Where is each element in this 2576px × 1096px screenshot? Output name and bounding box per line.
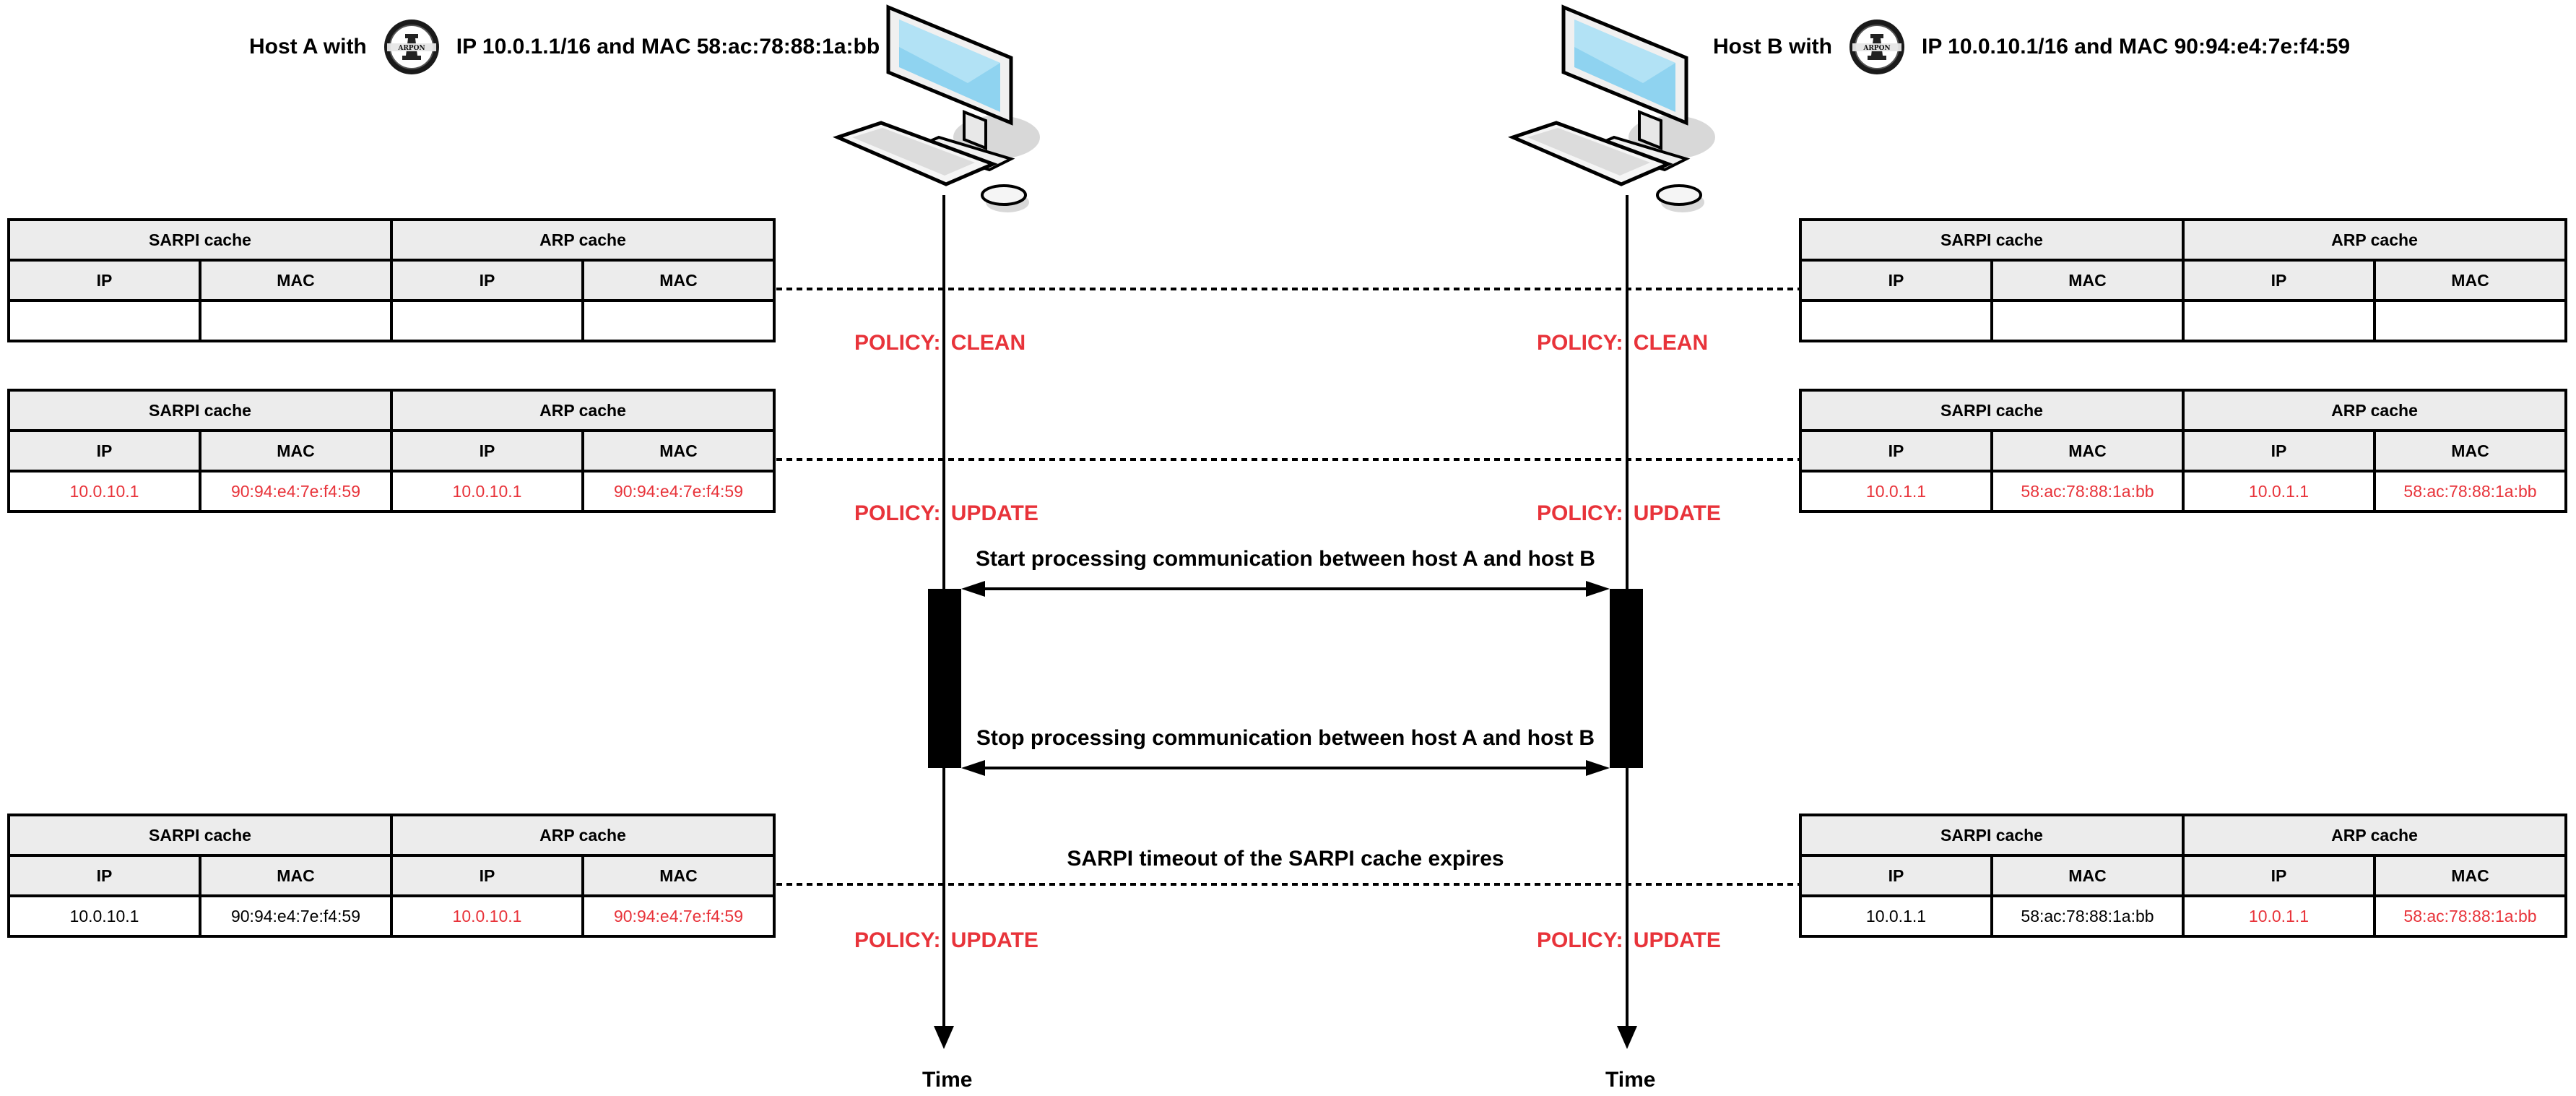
- mac-header: MAC: [2373, 854, 2567, 897]
- arp-ip-cell: 10.0.10.1: [390, 894, 584, 938]
- time-arrowhead-b: [1617, 1026, 1637, 1049]
- start-communication-label: Start processing communication between h…: [976, 547, 1595, 571]
- sarpi-ip-cell: 10.0.1.1: [1799, 894, 1993, 938]
- arp-ip-cell: 10.0.1.1: [2182, 894, 2376, 938]
- sarpi-cache-header: SARPI cache: [1799, 814, 2185, 857]
- mac-header: MAC: [1990, 854, 2185, 897]
- arpon-logo-icon: ARPON: [383, 20, 439, 74]
- sarpi-mac-cell: [199, 299, 393, 342]
- ip-header: IP: [390, 854, 584, 897]
- host-b-label: Host B with ARPON IP 10.0.10.1/16 and MA…: [1713, 20, 2351, 74]
- arp-cache-header: ARP cache: [390, 814, 776, 857]
- policy-label-host-a: POLICY: UPDATE: [854, 928, 1038, 952]
- sarpi-ip-cell: [7, 299, 201, 342]
- sarpi-mac-cell: [1990, 299, 2185, 342]
- arp-cache-header: ARP cache: [2182, 814, 2567, 857]
- sarpi-mac-cell: 58:ac:78:88:1a:bb: [1990, 470, 2185, 513]
- sarpi-cache-header: SARPI cache: [7, 389, 393, 432]
- host-b-cache-table: SARPI cache ARP cache IP MAC IP MAC 10.0…: [1799, 814, 2567, 938]
- ip-header: IP: [7, 259, 201, 302]
- arp-ip-cell: 10.0.1.1: [2182, 470, 2376, 513]
- host-a-prefix: Host A with: [249, 35, 367, 59]
- arp-ip-cell: 10.0.10.1: [390, 470, 584, 513]
- mac-header: MAC: [1990, 429, 2185, 473]
- activation-bar-b: [1610, 589, 1643, 768]
- sarpi-ip-cell: [1799, 299, 1993, 342]
- sarpi-mac-cell: 90:94:e4:7e:f4:59: [199, 894, 393, 938]
- arp-mac-cell: 90:94:e4:7e:f4:59: [581, 470, 776, 513]
- mac-header: MAC: [199, 259, 393, 302]
- host-a-cache-table: SARPI cache ARP cache IP MAC IP MAC 10.0…: [7, 389, 776, 513]
- ip-header: IP: [390, 259, 584, 302]
- policy-label-host-b: POLICY: UPDATE: [1537, 928, 1721, 952]
- mac-header: MAC: [581, 854, 776, 897]
- policy-label-host-a: POLICY: CLEAN: [854, 331, 1026, 355]
- arp-mac-cell: [581, 299, 776, 342]
- ip-header: IP: [1799, 854, 1993, 897]
- sarpi-mac-cell: 90:94:e4:7e:f4:59: [199, 470, 393, 513]
- mac-header: MAC: [199, 854, 393, 897]
- sarpi-ip-cell: 10.0.10.1: [7, 470, 201, 513]
- activation-bar-a: [928, 589, 961, 768]
- ip-header: IP: [2182, 854, 2376, 897]
- arpon-logo-icon: ARPON: [1849, 20, 1904, 74]
- stop-communication-label: Stop processing communication between ho…: [976, 726, 1595, 750]
- arp-mac-cell: 58:ac:78:88:1a:bb: [2373, 894, 2567, 938]
- ip-header: IP: [2182, 429, 2376, 473]
- svg-text:ARPON: ARPON: [1862, 45, 1890, 52]
- time-axis-label-host-a: Time: [922, 1068, 973, 1092]
- arp-cache-header: ARP cache: [2182, 218, 2567, 262]
- ip-header: IP: [7, 429, 201, 473]
- sarpi-cache-header: SARPI cache: [7, 814, 393, 857]
- host-a-cache-table: SARPI cache ARP cache IP MAC IP MAC: [7, 218, 776, 342]
- time-arrowhead-a: [934, 1026, 954, 1049]
- host-a-label: Host A with ARPON IP 10.0.1.1/16 and MAC…: [249, 20, 880, 74]
- host-b-prefix: Host B with: [1713, 35, 1832, 59]
- mac-header: MAC: [2373, 429, 2567, 473]
- mac-header: MAC: [581, 259, 776, 302]
- arp-cache-header: ARP cache: [390, 218, 776, 262]
- sarpi-mac-cell: 58:ac:78:88:1a:bb: [1990, 894, 2185, 938]
- computer-icon: [833, 4, 1040, 212]
- host-b-info: IP 10.0.10.1/16 and MAC 90:94:e4:7e:f4:5…: [1922, 35, 2351, 59]
- sarpi-timeout-label: SARPI timeout of the SARPI cache expires: [1067, 847, 1504, 871]
- computer-icon: [1508, 4, 1715, 212]
- sarpi-ip-cell: 10.0.1.1: [1799, 470, 1993, 513]
- time-axis-label-host-b: Time: [1605, 1068, 1656, 1092]
- sarpi-cache-header: SARPI cache: [1799, 389, 2185, 432]
- sarpi-ip-cell: 10.0.10.1: [7, 894, 201, 938]
- host-b-cache-table: SARPI cache ARP cache IP MAC IP MAC 10.0…: [1799, 389, 2567, 513]
- sarpi-cache-header: SARPI cache: [7, 218, 393, 262]
- arp-mac-cell: [2373, 299, 2567, 342]
- mac-header: MAC: [2373, 259, 2567, 302]
- arp-mac-cell: 58:ac:78:88:1a:bb: [2373, 470, 2567, 513]
- mac-header: MAC: [199, 429, 393, 473]
- arp-cache-header: ARP cache: [390, 389, 776, 432]
- host-b-cache-table: SARPI cache ARP cache IP MAC IP MAC: [1799, 218, 2567, 342]
- policy-label-host-a: POLICY: UPDATE: [854, 501, 1038, 525]
- ip-header: IP: [1799, 429, 1993, 473]
- ip-header: IP: [2182, 259, 2376, 302]
- host-a-info: IP 10.0.1.1/16 and MAC 58:ac:78:88:1a:bb: [456, 35, 880, 59]
- host-a-cache-table: SARPI cache ARP cache IP MAC IP MAC 10.0…: [7, 814, 776, 938]
- sarpi-cache-header: SARPI cache: [1799, 218, 2185, 262]
- policy-label-host-b: POLICY: UPDATE: [1537, 501, 1721, 525]
- arp-ip-cell: [2182, 299, 2376, 342]
- ip-header: IP: [7, 854, 201, 897]
- ip-header: IP: [1799, 259, 1993, 302]
- arp-cache-header: ARP cache: [2182, 389, 2567, 432]
- arp-mac-cell: 90:94:e4:7e:f4:59: [581, 894, 776, 938]
- svg-text:ARPON: ARPON: [397, 45, 425, 52]
- policy-label-host-b: POLICY: CLEAN: [1537, 331, 1709, 355]
- arp-ip-cell: [390, 299, 584, 342]
- mac-header: MAC: [581, 429, 776, 473]
- mac-header: MAC: [1990, 259, 2185, 302]
- ip-header: IP: [390, 429, 584, 473]
